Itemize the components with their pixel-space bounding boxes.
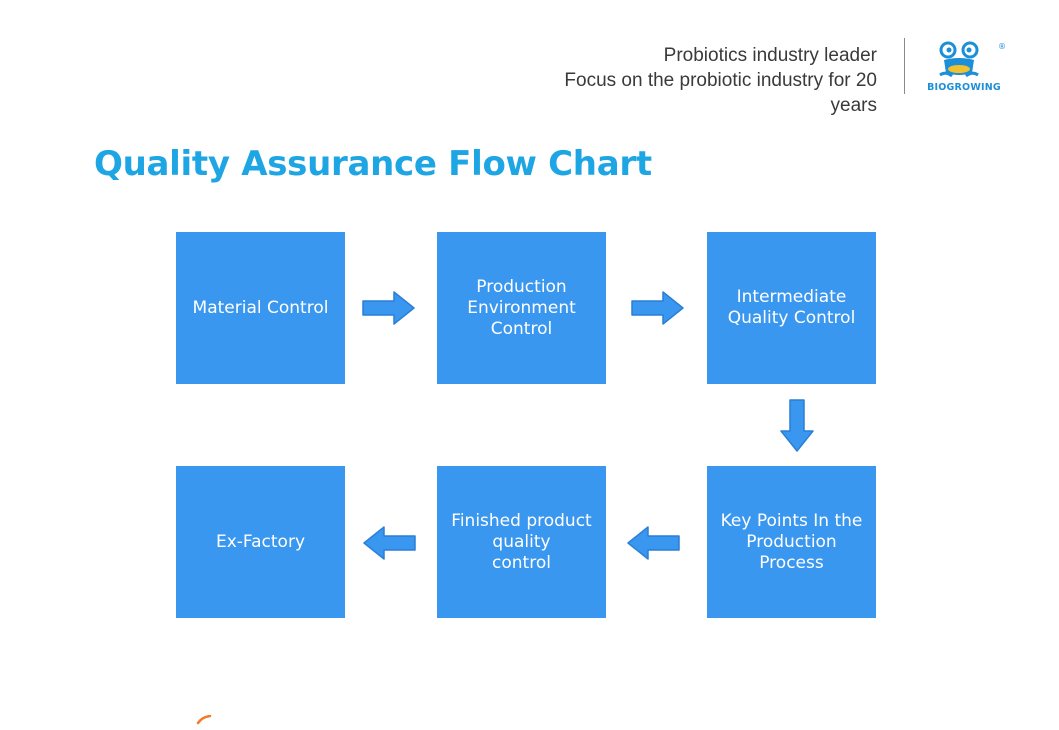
arrow-left-icon: [362, 526, 416, 560]
page-title: Quality Assurance Flow Chart: [94, 144, 652, 184]
header-divider: [904, 38, 905, 94]
flow-step-label: Key Points In the: [720, 510, 863, 531]
flow-step-material-control: Material Control: [176, 232, 345, 384]
flow-step-label: Quality Control: [727, 308, 856, 328]
arrow-left-icon: [626, 526, 680, 560]
flow-step-label: Finished product: [451, 510, 592, 531]
tagline-line-3: years: [830, 95, 877, 116]
mascot-logo-icon: [939, 41, 979, 78]
flow-step-label: Production: [476, 276, 567, 297]
flow-step-production-environment-control: Production Environment Control: [437, 232, 606, 384]
logo-text: BIOGROWING: [927, 82, 1001, 93]
corner-decoration-icon: [196, 712, 212, 725]
flow-step-ex-factory: Ex-Factory: [176, 466, 345, 618]
tagline-line-1: Probiotics industry leader: [663, 45, 877, 66]
registered-mark: ®: [998, 42, 1006, 51]
brand-logo: ® BIOGROWING: [918, 40, 1010, 98]
flow-step-label: Material Control: [192, 297, 329, 318]
arrow-right-icon: [362, 291, 416, 325]
tagline-line-2: Focus on the probiotic industry for 20: [564, 70, 877, 91]
flow-step-intermediate-quality-control: Intermediate Quality Control: [707, 232, 876, 384]
arrow-down-icon: [780, 399, 814, 453]
flow-step-label: Environment: [467, 297, 576, 318]
flow-step-label: Intermediate: [736, 287, 847, 307]
header-tagline: Probiotics industry leader Focus on the …: [497, 43, 877, 118]
flow-step-label: Ex-Factory: [215, 531, 306, 552]
flow-step-label: Control: [490, 318, 553, 339]
flow-step-finished-product-quality-control: Finished product quality control: [437, 466, 606, 618]
flow-step-label: quality: [492, 531, 551, 552]
flow-step-key-points-production-process: Key Points In the Production Process: [707, 466, 876, 618]
flow-step-label: Production: [746, 531, 837, 552]
arrow-right-icon: [631, 291, 685, 325]
flow-step-label: Process: [759, 552, 824, 573]
flow-step-label: control: [492, 552, 551, 573]
